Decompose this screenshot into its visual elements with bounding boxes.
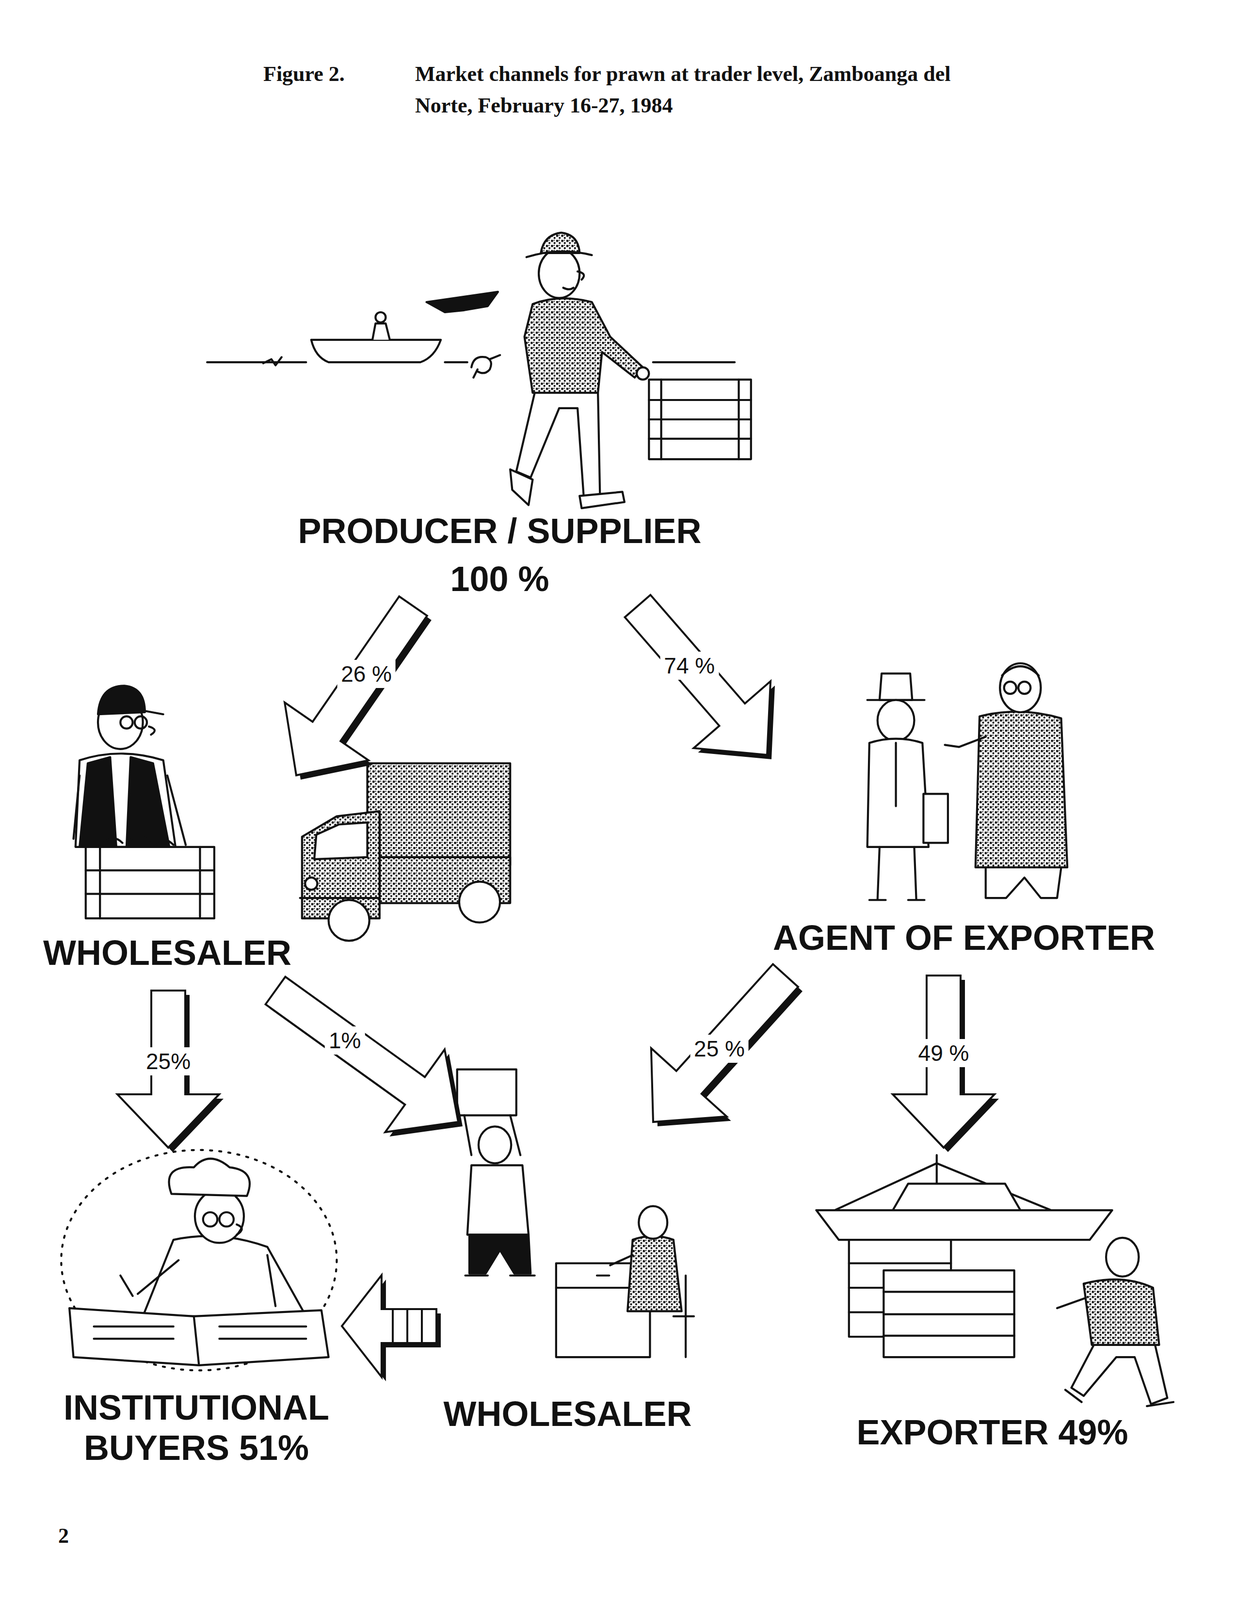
node-label: AGENT OF EXPORTER <box>772 917 1156 959</box>
figure-node: WHOLESALER <box>38 675 297 991</box>
connector-group <box>284 596 432 780</box>
node-label: WHOLESALER <box>443 1394 692 1435</box>
arrow-segment <box>391 1309 394 1344</box>
block-arrow <box>284 596 428 776</box>
block-arrow <box>117 990 220 1148</box>
percent-label: 74 % <box>659 651 719 680</box>
node-label: EXPORTER 49% <box>856 1412 1128 1453</box>
percent-label: 1% <box>324 1026 365 1055</box>
connector-group <box>341 1275 441 1382</box>
block-arrow <box>625 594 771 755</box>
block-arrow <box>341 1275 437 1378</box>
figure-node: WHOLESALER <box>436 1122 699 1445</box>
connector-group <box>625 594 775 760</box>
block-arrow <box>265 977 459 1133</box>
node-label: WHOLESALER <box>43 932 292 974</box>
figure-number: Figure 2. <box>263 58 345 90</box>
figure-title: Market channels for prawn at trader leve… <box>415 58 959 122</box>
percent-label: 49 % <box>914 1039 974 1068</box>
agent-figures <box>867 663 1068 900</box>
arrow-segment <box>406 1309 409 1344</box>
connector-group <box>892 975 999 1153</box>
node-label: 100 % <box>449 559 549 600</box>
percent-label: 25% <box>142 1047 195 1076</box>
node-label: INSTITUTIONAL BUYERS 51% <box>55 1387 338 1469</box>
arrow-segment <box>420 1309 423 1344</box>
exporter-scene <box>816 1155 1174 1407</box>
producer-scene <box>207 232 752 509</box>
institutional-buyer-figure <box>61 1150 337 1371</box>
figure-node: INSTITUTIONAL BUYERS 51% <box>50 1147 342 1478</box>
figure-node: AGENT OF EXPORTER <box>767 663 1161 976</box>
connector-group <box>265 977 463 1137</box>
figure-node: PRODUCER / SUPPLIER 100 % <box>239 234 760 607</box>
block-arrow <box>892 975 995 1148</box>
block-arrow <box>651 964 799 1123</box>
node-label: PRODUCER / SUPPLIER <box>297 511 702 552</box>
percent-label: 26 % <box>337 659 396 689</box>
page-number: 2 <box>58 1520 69 1552</box>
wholesaler-figure <box>73 685 215 919</box>
connector-group <box>117 990 224 1153</box>
connector-group <box>651 964 803 1127</box>
truck <box>300 763 511 941</box>
percent-label: 25 % <box>690 1034 749 1063</box>
figure-node: EXPORTER 49% <box>811 1147 1174 1463</box>
